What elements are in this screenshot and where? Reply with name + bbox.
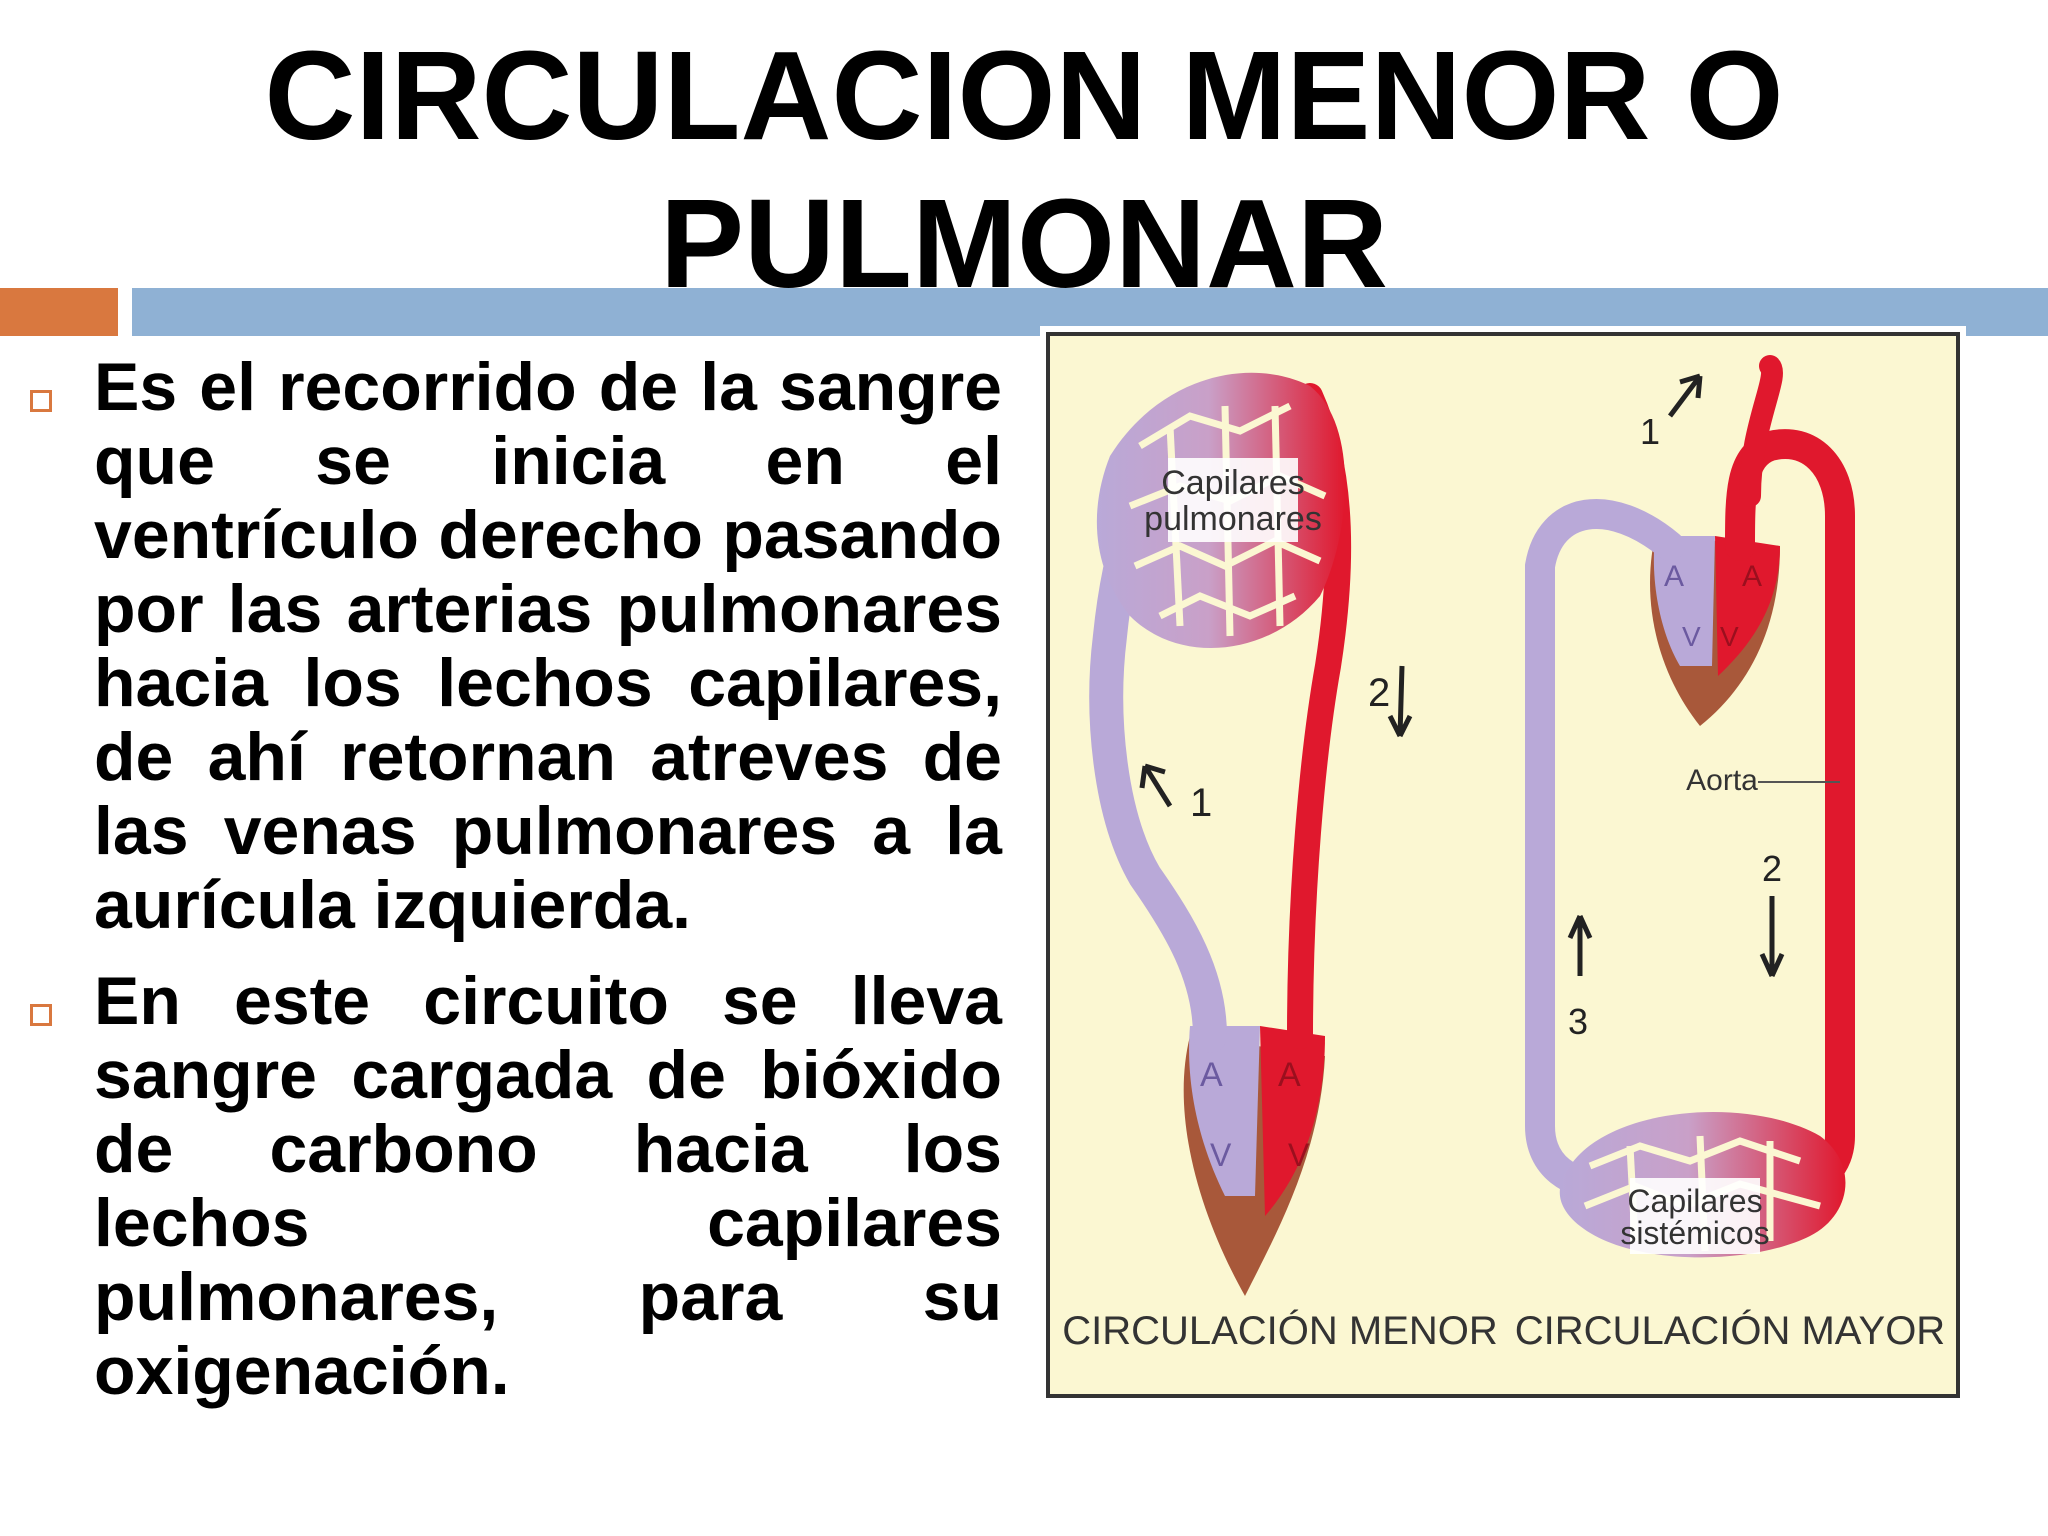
arrow-label-2: 2 (1368, 671, 1390, 715)
arrow-down-icon (1387, 665, 1413, 738)
arrow-label-2: 2 (1762, 848, 1782, 889)
atrium-label-left: A (1278, 1056, 1301, 1094)
title-line-1: CIRCULACION MENOR O (264, 25, 1784, 166)
pulmonary-capillaries-label-1: Capilares (1161, 464, 1305, 502)
heart-right-chambers (1189, 1026, 1260, 1196)
capillaries-label-bg (1168, 458, 1298, 542)
caption-menor: CIRCULACIÓN MENOR (1062, 1308, 1498, 1353)
arrow-label-1: 1 (1640, 411, 1660, 452)
slide-title: CIRCULACION MENOR O PULMONAR (0, 22, 2048, 318)
figure-frame: Capilares pulmonares 1 2 A A V V CIRCULA… (1046, 332, 1960, 1398)
caption-mayor: CIRCULACIÓN MAYOR (1515, 1308, 1945, 1353)
systemic-capillaries-label-1: Capilares (1627, 1183, 1762, 1219)
circulation-figure: Capilares pulmonares 1 2 A A V V CIRCULA… (1040, 326, 1966, 1404)
heart-systemic-right-chambers (1653, 536, 1715, 666)
arrow-down-icon (1759, 896, 1785, 978)
systemic-capillaries-label-bg (1630, 1178, 1760, 1254)
heart-systemic-left-chambers (1715, 536, 1780, 676)
bullet-text: En este circuito se lleva sangre cargada… (94, 963, 1002, 1409)
systemic-circuit: Capilares sistémicos Aorta 1 2 3 A A V V… (1515, 355, 1945, 1353)
arrow-up-icon (1139, 763, 1173, 808)
ventricle-label-left: V (1720, 621, 1739, 652)
circulation-diagram: Capilares pulmonares 1 2 A A V V CIRCULA… (1062, 355, 1945, 1353)
ventricle-label-right: V (1210, 1137, 1232, 1173)
bullet-text: Es el recorrido de la sangre que se inic… (94, 349, 1002, 943)
square-bullet-icon (30, 1004, 52, 1026)
square-bullet-icon (30, 390, 52, 412)
aorta-branch (1739, 355, 1783, 507)
vena-cava (1525, 499, 1685, 1201)
bullet-item: En este circuito se lleva sangre cargada… (22, 964, 1002, 1408)
bullet-list: Es el recorrido de la sangre que se inic… (22, 350, 1002, 1430)
heart-left-chambers (1260, 1026, 1325, 1216)
atrium-label-right: A (1664, 560, 1684, 593)
atrium-label-right: A (1200, 1056, 1223, 1094)
arrow-up-icon (1567, 914, 1593, 976)
atrium-label-left: A (1742, 560, 1762, 593)
arrow-label-3: 3 (1568, 1001, 1588, 1042)
pulmonary-circuit: Capilares pulmonares 1 2 A A V V CIRCULA… (1062, 372, 1498, 1353)
accent-bar-orange (0, 288, 118, 336)
bullet-item: Es el recorrido de la sangre que se inic… (22, 350, 1002, 942)
aorta-label: Aorta (1686, 764, 1758, 797)
pulmonary-capillaries-label-2: pulmonares (1144, 500, 1322, 538)
ventricle-label-left: V (1288, 1137, 1310, 1173)
arrow-up-right-icon (1668, 373, 1703, 418)
systemic-capillaries-label-2: sistémicos (1620, 1215, 1769, 1251)
ventricle-label-right: V (1682, 621, 1701, 652)
arrow-label-1: 1 (1190, 781, 1212, 825)
